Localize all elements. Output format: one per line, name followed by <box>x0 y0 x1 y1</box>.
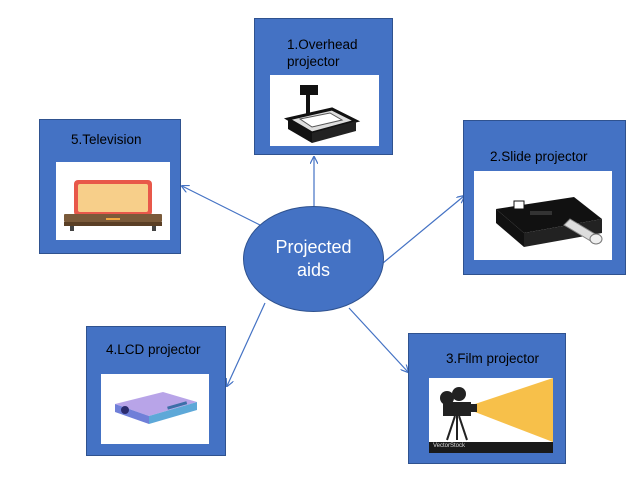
node-television: 5.Television <box>39 119 181 254</box>
lcd-projector-icon <box>115 392 197 424</box>
node-television-label: 5.Television <box>71 132 142 147</box>
lcd-projector-image <box>101 374 209 444</box>
connector-to-television <box>182 186 263 227</box>
slide-projector-image <box>474 171 612 260</box>
connector-to-film <box>348 307 408 372</box>
hub-projected-aids: Projected aids <box>243 206 384 312</box>
node-film-label: 3.Film projector <box>446 351 540 366</box>
television-icon <box>64 180 162 231</box>
film-projector-icon <box>429 378 553 453</box>
slide-projector-icon <box>496 197 603 247</box>
node-slide-projector: 2.Slide projector <box>463 120 626 275</box>
film-image-watermark: VectorStock <box>433 443 466 449</box>
overhead-projector-icon <box>283 85 361 143</box>
overhead-projector-image <box>270 75 379 146</box>
television-image <box>56 162 170 240</box>
node-overhead-label: 1.Overhead projector <box>287 37 358 69</box>
connector-to-lcd <box>227 302 266 386</box>
node-slide-label: 2.Slide projector <box>490 149 588 164</box>
film-projector-image: VectorStock <box>429 378 553 453</box>
hub-label: Projected aids <box>275 237 352 280</box>
node-lcd-label: 4.LCD projector <box>106 342 201 357</box>
connector-to-slide <box>382 196 464 264</box>
node-lcd-projector: 4.LCD projector <box>86 326 226 456</box>
node-film-projector: 3.Film projector VectorStock <box>408 333 566 464</box>
node-overhead-projector: 1.Overhead projector <box>254 18 393 155</box>
